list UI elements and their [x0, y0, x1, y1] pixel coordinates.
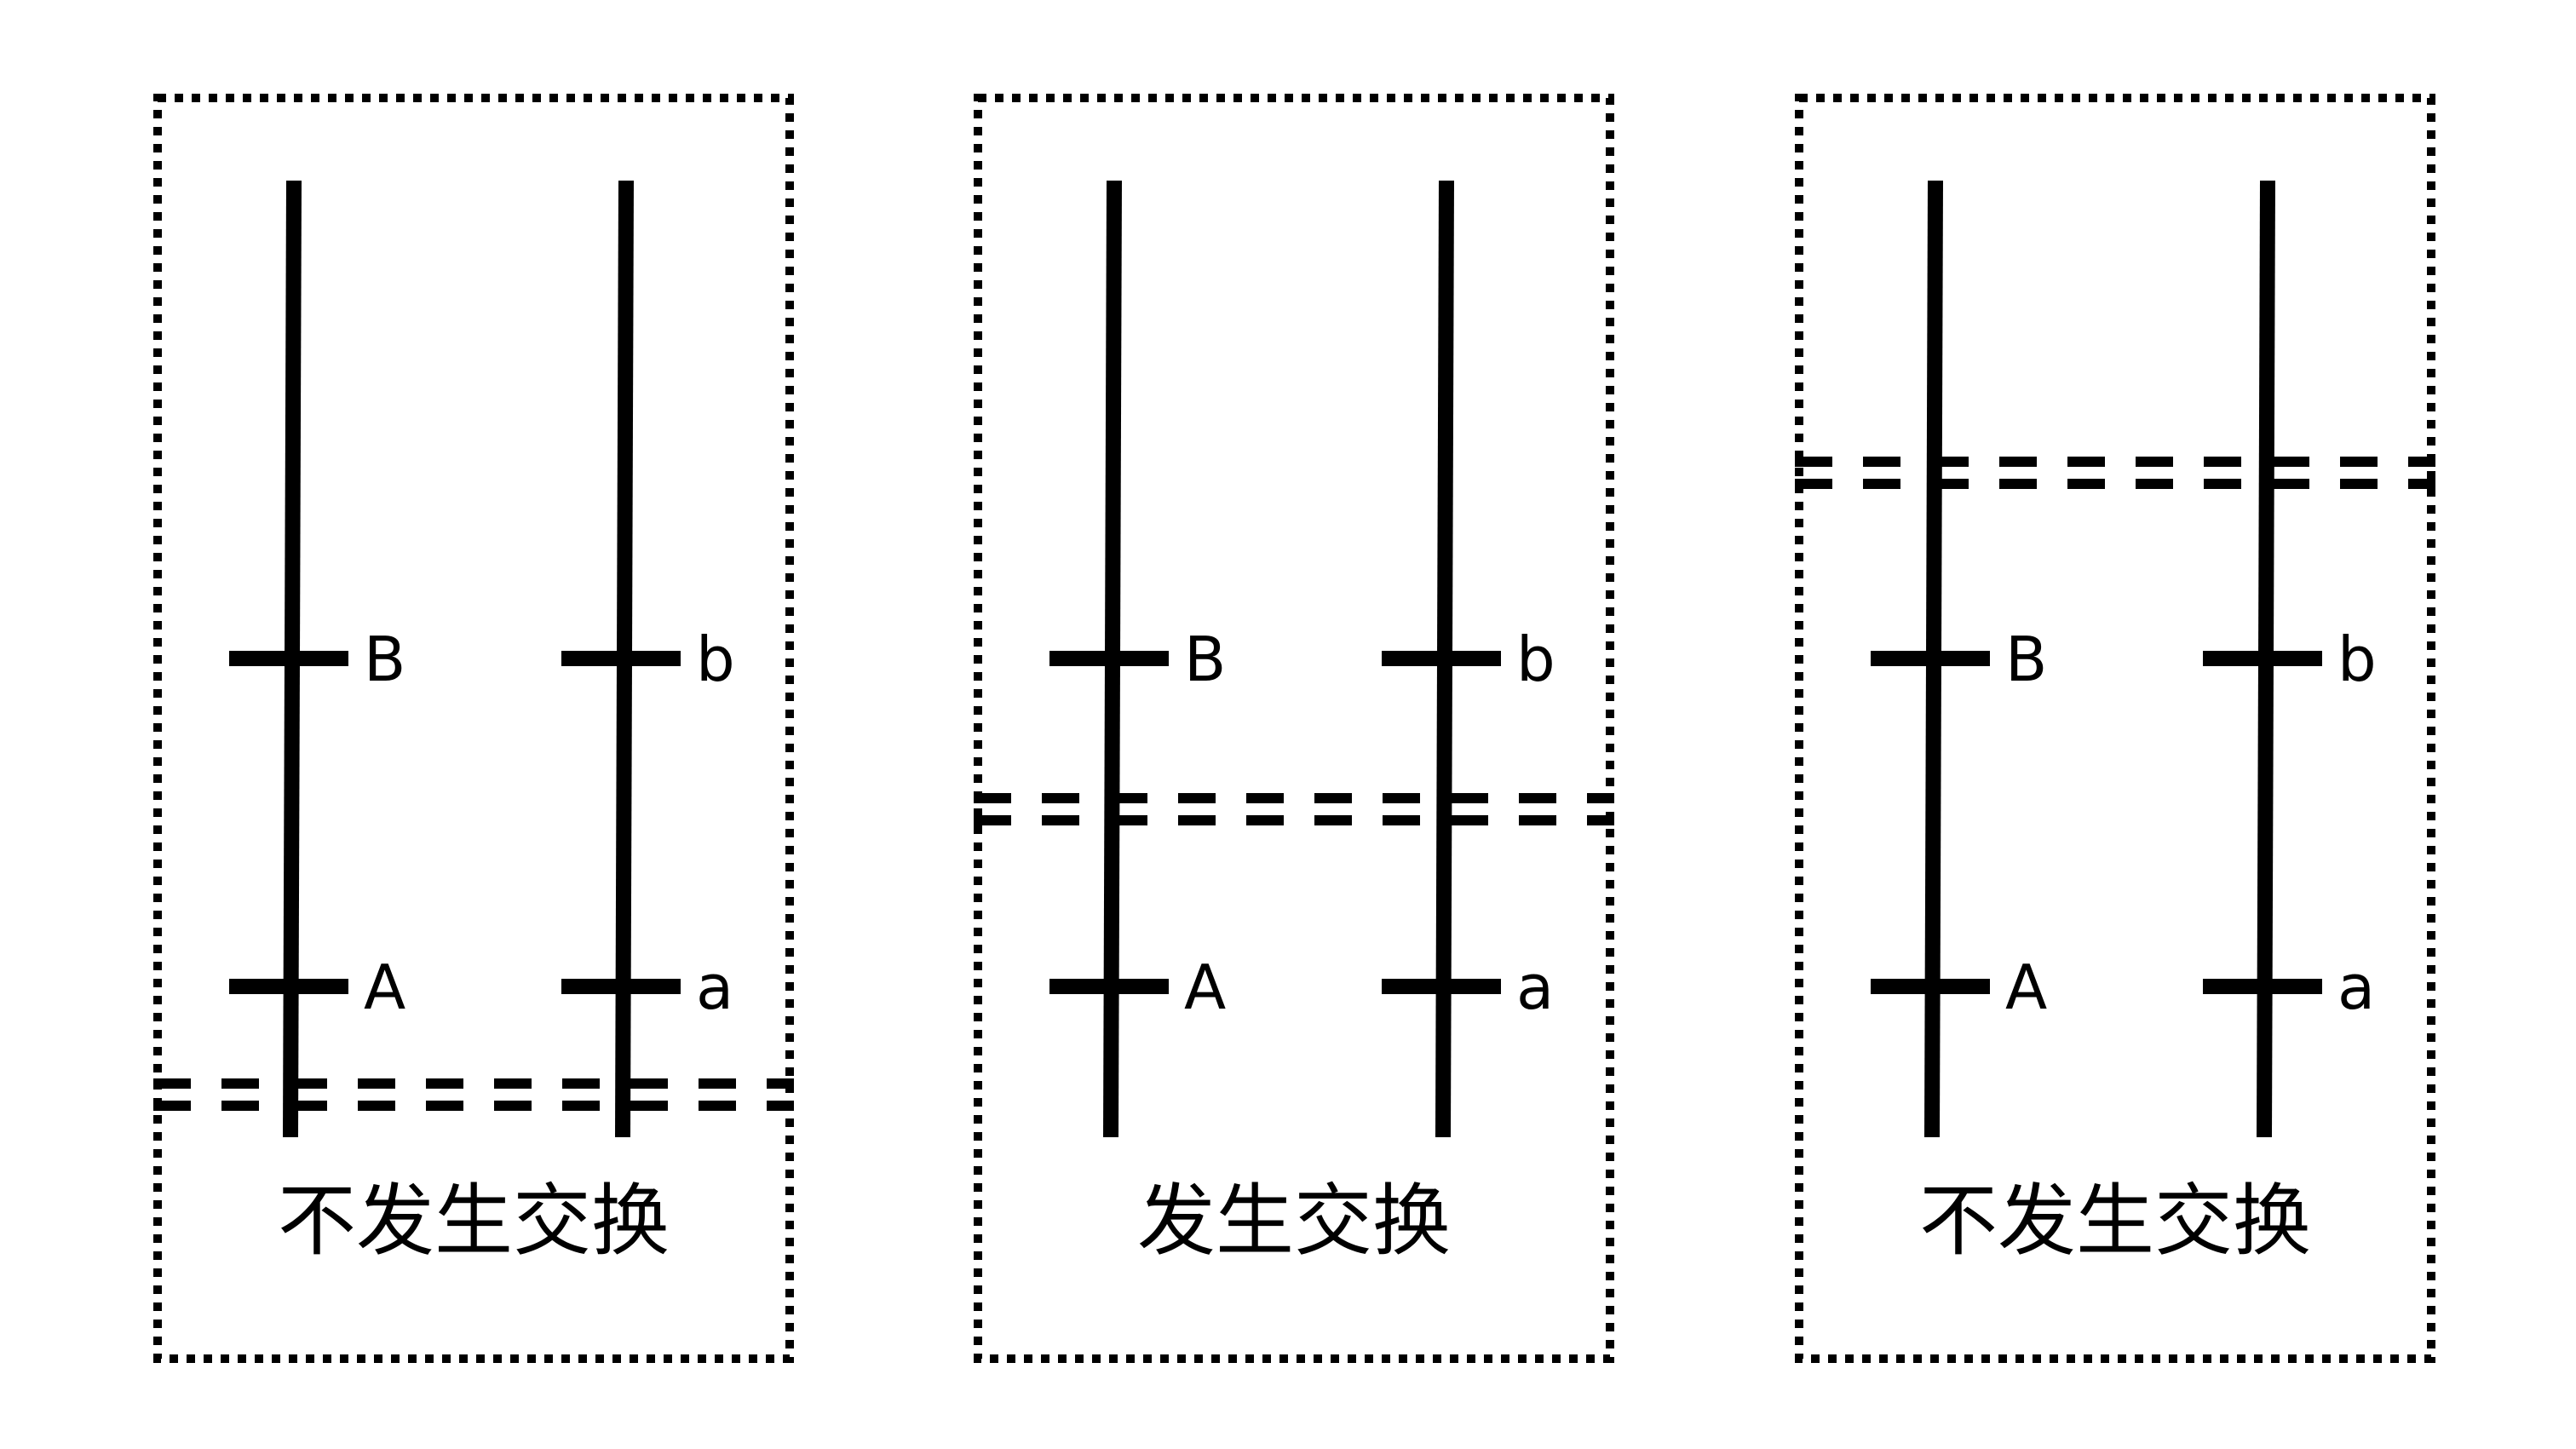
crossover-line [153, 1078, 794, 1111]
chromosome-2: ba [561, 180, 735, 1138]
chromosome-2: ba [1382, 180, 1555, 1138]
locus-label-B: B [1184, 624, 1226, 695]
panel-frame [974, 94, 1614, 1363]
locus-label-a: a [1516, 952, 1554, 1023]
locus-label-a: a [2337, 952, 2375, 1023]
chromosome-1: BA [1049, 180, 1226, 1138]
crossover-line [974, 793, 1614, 825]
locus-label-b: b [1516, 624, 1555, 695]
panel-caption: 不发生交换 [1919, 1176, 2311, 1267]
panel-caption: 不发生交换 [278, 1176, 670, 1267]
locus-label-b: b [2337, 624, 2377, 695]
chromosome-1: BA [1871, 180, 2047, 1138]
panel-caption: 发生交换 [1137, 1176, 1451, 1267]
panel-frame [1795, 94, 2435, 1363]
crossover-line [1795, 457, 2435, 489]
chromosome-1: BA [229, 180, 405, 1138]
panel-frame [153, 94, 794, 1363]
locus-label-A: A [364, 952, 405, 1023]
locus-label-A: A [1184, 952, 1226, 1023]
chromosome-2: ba [2203, 180, 2377, 1138]
locus-label-B: B [364, 624, 405, 695]
locus-label-a: a [696, 952, 733, 1023]
locus-label-b: b [696, 624, 735, 695]
locus-label-B: B [2005, 624, 2047, 695]
locus-label-A: A [2005, 952, 2047, 1023]
